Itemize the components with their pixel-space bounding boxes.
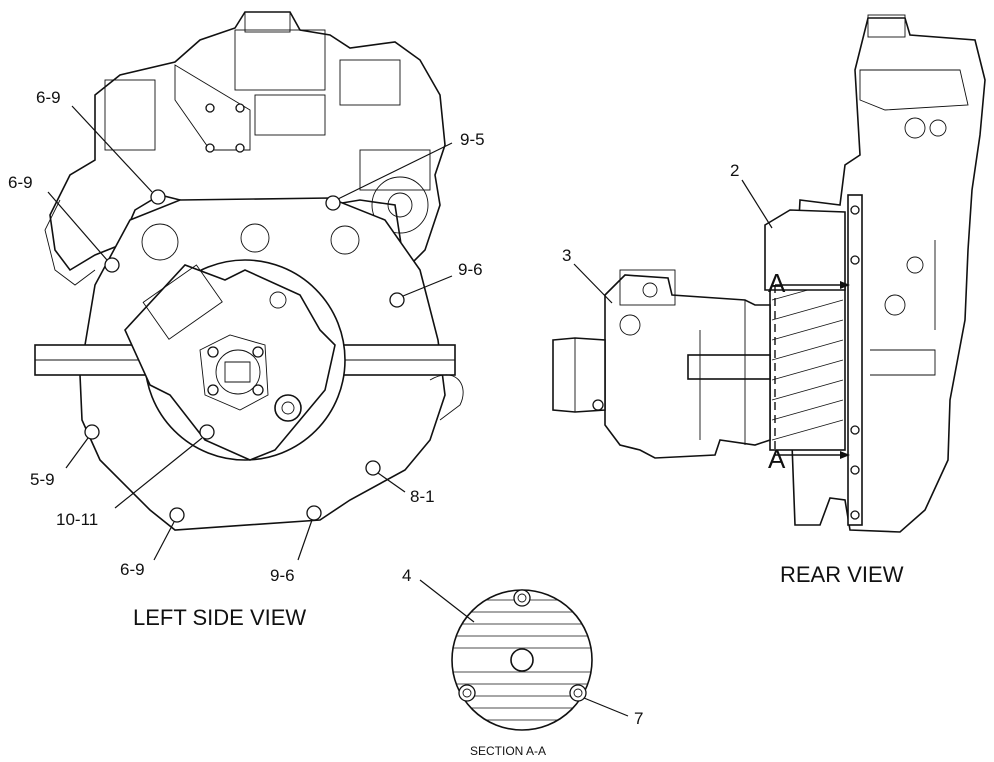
left-side-view-drawing bbox=[34, 11, 464, 531]
callout-10-11: 10-11 bbox=[56, 510, 98, 529]
callout-2: 2 bbox=[730, 161, 739, 180]
bolt-10-11 bbox=[199, 424, 215, 440]
bolt-6-9-left bbox=[104, 257, 120, 273]
callout-6-9-left: 6-9 bbox=[8, 173, 33, 192]
callout-6-9-bottom: 6-9 bbox=[120, 560, 145, 579]
section-a-a-drawing bbox=[451, 589, 593, 731]
callout-9-6-bottom: 9-6 bbox=[270, 566, 295, 585]
left-side-leaders bbox=[47, 105, 453, 561]
rear-view-drawing bbox=[552, 14, 986, 533]
callout-4: 4 bbox=[402, 566, 411, 585]
bolt-5-9 bbox=[84, 424, 100, 440]
callout-6-9-upper: 6-9 bbox=[36, 88, 61, 107]
section-bolt-right bbox=[569, 684, 587, 702]
left-side-view-title: LEFT SIDE VIEW bbox=[133, 605, 306, 630]
callout-9-6-right: 9-6 bbox=[458, 260, 483, 279]
callout-7: 7 bbox=[634, 709, 643, 728]
callout-5-9: 5-9 bbox=[30, 470, 55, 489]
bolt-9-5 bbox=[325, 195, 341, 211]
section-marker-top: A bbox=[768, 268, 786, 298]
section-a-a-title: SECTION A-A bbox=[470, 744, 546, 758]
rear-view-title: REAR VIEW bbox=[780, 562, 904, 587]
callout-3: 3 bbox=[562, 246, 571, 265]
pump-assembly bbox=[124, 264, 336, 461]
bolt-9-6-right bbox=[389, 292, 405, 308]
section-bolt-top bbox=[513, 589, 531, 607]
bolt-6-9-bottom bbox=[169, 507, 185, 523]
callout-9-5: 9-5 bbox=[460, 130, 485, 149]
bolt-8-1 bbox=[365, 460, 381, 476]
bolt-6-9-upper bbox=[150, 189, 166, 205]
section-marker-bottom: A bbox=[768, 444, 786, 474]
callout-8-1: 8-1 bbox=[410, 487, 435, 506]
rear-view-leaders bbox=[573, 179, 773, 304]
section-bolt-left bbox=[458, 684, 476, 702]
section-leaders bbox=[419, 579, 629, 717]
bolt-9-6-bottom bbox=[306, 505, 322, 521]
